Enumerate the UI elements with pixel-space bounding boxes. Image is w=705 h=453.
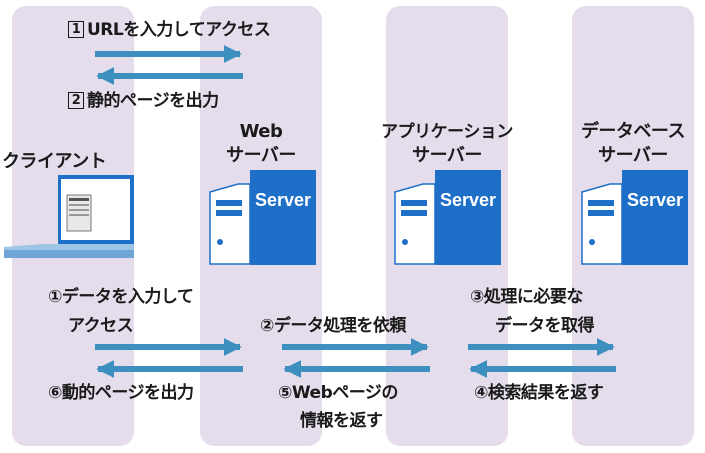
app-server-title-line2: サーバー	[412, 145, 482, 166]
top-message-1-text: URLを入力してアクセス	[87, 20, 271, 40]
top-message-2-number: 2	[68, 92, 84, 109]
step-5-line1: ⑤Webページの	[278, 383, 398, 403]
db-server-badge: Server	[626, 190, 684, 210]
web-server-badge: Server	[254, 190, 312, 210]
app-server-title: アプリケーション サーバー	[372, 120, 522, 168]
step-3-line2: データを取得	[495, 316, 595, 336]
web-server-title: Web サーバー	[196, 120, 326, 168]
step-1-line2: アクセス	[68, 316, 134, 336]
db-server-icon: Server	[580, 170, 690, 269]
app-server-badge: Server	[439, 190, 497, 210]
app-server-title-line1: アプリケーション	[381, 122, 513, 142]
client-title: クライアント	[2, 151, 107, 172]
db-server-title: データベース サーバー	[567, 120, 699, 168]
db-server-title-line2: サーバー	[598, 145, 668, 166]
step-2: ②データ処理を依頼	[260, 316, 406, 336]
db-server-title-line1: データベース	[580, 121, 686, 142]
step-6: ⑥動的ページを出力	[48, 383, 194, 403]
step-4: ④検索結果を返す	[474, 383, 604, 403]
web-server-icon: Server	[208, 170, 318, 269]
top-message-1-number: 1	[68, 21, 84, 38]
step-5-line2: 情報を返す	[300, 411, 383, 431]
web-server-title-line1: Web	[239, 121, 283, 142]
app-server-icon: Server	[393, 170, 503, 269]
step-3-line1: ③処理に必要な	[470, 287, 583, 307]
web-server-title-line2: サーバー	[226, 145, 296, 166]
step-1-line1: ①データを入力して	[48, 287, 194, 307]
top-message-2-text: 静的ページを出力	[87, 91, 219, 111]
